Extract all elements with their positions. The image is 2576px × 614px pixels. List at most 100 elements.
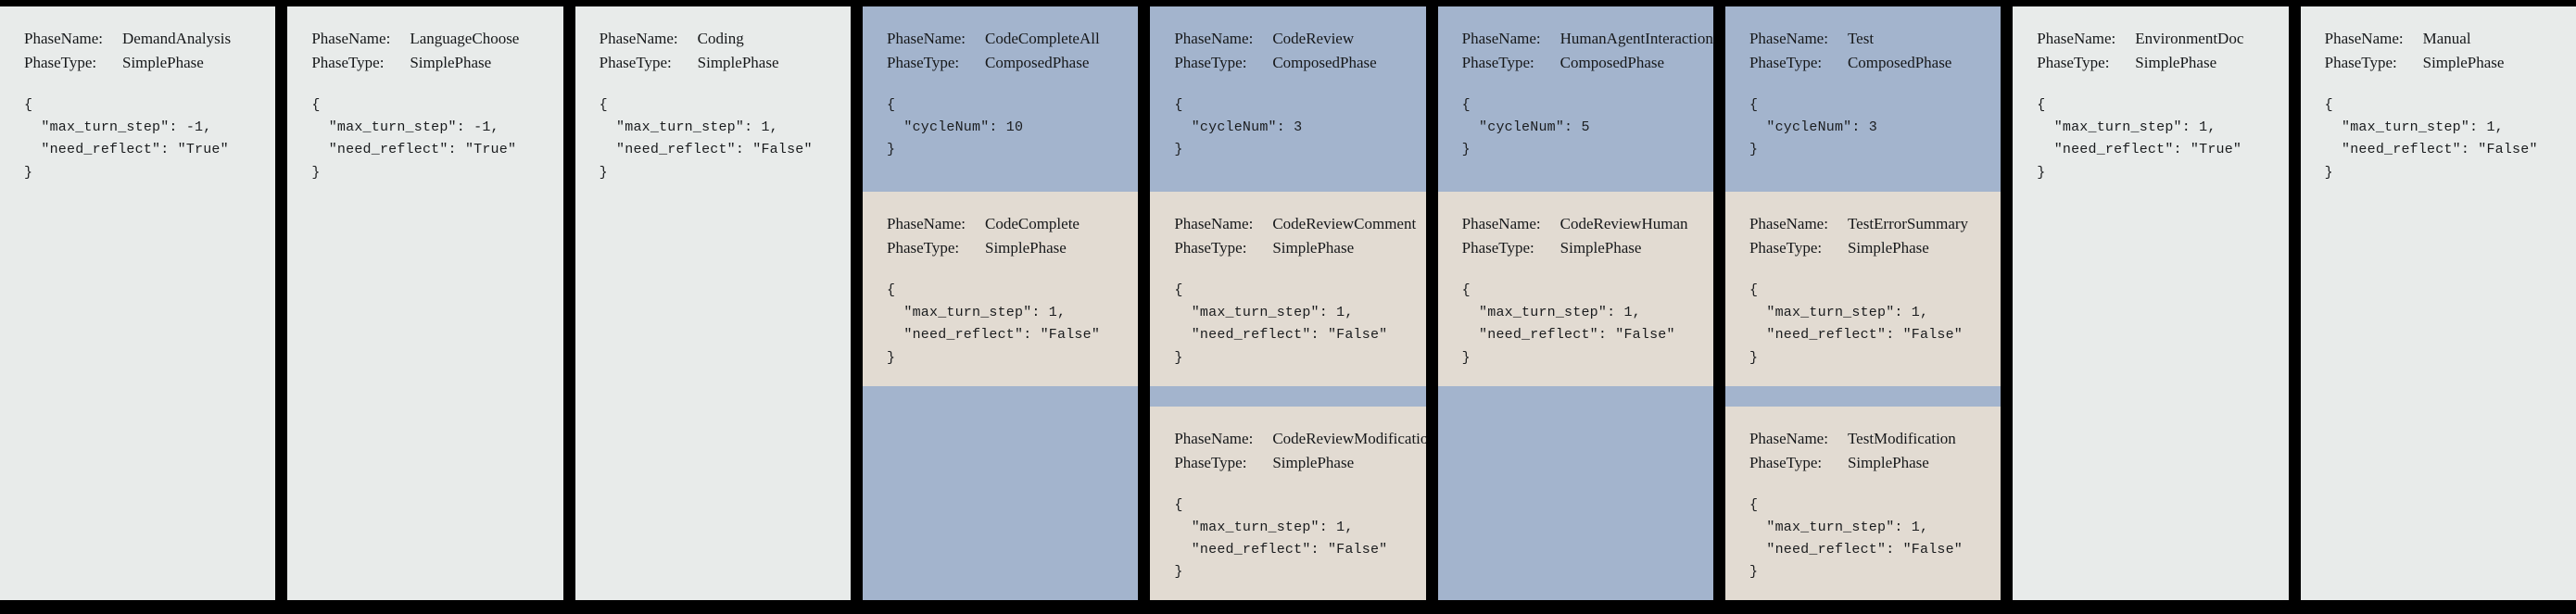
phase-type-value: ComposedPhase (1847, 54, 1952, 72)
config-line: } (1461, 349, 1471, 366)
phase-name-label: PhaseName: (1749, 30, 1828, 47)
phase-name-value: Manual (2422, 30, 2471, 47)
phase-type-label-row: PhaseType: SimplePhase (2037, 51, 2264, 75)
phase-type-value: SimplePhase (410, 54, 492, 72)
phase-name-label: PhaseName: (24, 30, 103, 47)
config-line: } (311, 164, 321, 181)
phase-name-label: PhaseName: (1749, 429, 1828, 447)
phase-type-value: SimplePhase (1559, 239, 1642, 257)
phase-name-label: PhaseName: (1174, 429, 1254, 447)
phase-type-label-row: PhaseType:ComposedPhase (1462, 51, 1689, 75)
config-line: "need_reflect": "True" (24, 142, 229, 158)
phase-name-label-row: PhaseName:HumanAgentInteraction (1462, 27, 1713, 51)
config-line: "need_reflect": "True" (2037, 142, 2242, 158)
phase-type-label: PhaseType: (1461, 54, 1534, 72)
phase-type-label-row: PhaseType: ComposedPhase (887, 51, 1114, 75)
phase-config-json: { "max_turn_step": 1, "need_reflect": "F… (1462, 280, 1689, 370)
phase-name-value: Test (1847, 30, 1875, 47)
config-line: "need_reflect": "True" (311, 142, 517, 158)
config-line: } (599, 164, 608, 181)
phase-name-value: DemandAnalysis (122, 30, 232, 47)
phase-name-label: PhaseName: (1174, 30, 1254, 47)
phase-type-value: SimplePhase (1272, 454, 1355, 472)
phase-type-value: ComposedPhase (984, 54, 1090, 72)
config-line: { (1174, 96, 1183, 113)
config-line: } (1749, 564, 1759, 581)
config-line: { (1461, 282, 1471, 298)
phase-type-value: SimplePhase (1847, 454, 1929, 472)
phase-name-label-row: PhaseName:TestModification (1749, 427, 1976, 451)
phase-type-label: PhaseType: (1174, 454, 1247, 472)
phase-type-value: SimplePhase (2135, 54, 2217, 72)
phase-name-label-row: PhaseName: Test (1749, 27, 1976, 51)
phase-name-value: EnvironmentDoc (2135, 30, 2244, 47)
phase-type-label-row: PhaseType: SimplePhase (1749, 451, 1976, 475)
config-line: } (1174, 564, 1183, 581)
phase-name-label-row: PhaseName: CodeReviewComment (1174, 212, 1416, 236)
phase-type-label-row: PhaseType:SimplePhase (600, 51, 827, 75)
phase-name-label-row: PhaseName:EnvironmentDoc (2037, 27, 2264, 51)
phase-name-label-row: PhaseName:CodeComplete (887, 212, 1114, 236)
phase-type-label-row: PhaseType:SimplePhase (1749, 236, 1976, 260)
config-line: } (1174, 349, 1183, 366)
phase-name-label: PhaseName: (1174, 215, 1254, 232)
phase-name-value: CodeReviewComment (1272, 215, 1417, 232)
config-line: "max_turn_step": -1, (311, 119, 499, 135)
phase-type-label: PhaseType: (886, 54, 960, 72)
config-line: } (2037, 164, 2046, 181)
phase-type-label: PhaseType: (2037, 54, 2110, 72)
phase-type-label: PhaseType: (1174, 54, 1247, 72)
config-line: "max_turn_step": 1, (2037, 119, 2216, 135)
config-line: { (311, 96, 321, 113)
composed-phase-divider (1150, 385, 1426, 407)
config-line: } (1749, 349, 1759, 366)
phase-config-json: { "max_turn_step": 1, "need_reflect": "F… (600, 94, 827, 184)
config-line: "max_turn_step": 1, (1174, 304, 1354, 320)
config-line: "need_reflect": "False" (1749, 542, 1964, 558)
phase-name-value: CodeReviewModification (1272, 429, 1426, 447)
config-line: "max_turn_step": 1, (1174, 519, 1354, 535)
phase-type-label: PhaseType: (1174, 239, 1247, 257)
phase-name-value: Coding (697, 30, 744, 47)
config-line: "max_turn_step": 1, (2324, 119, 2504, 135)
config-line: "cycleNum": 3 (1749, 119, 1877, 135)
config-line: { (1749, 282, 1759, 298)
phase-type-label: PhaseType: (1749, 54, 1823, 72)
phase-type-label: PhaseType: (1749, 454, 1823, 472)
phase-name-label-row: PhaseName:Coding (600, 27, 827, 51)
config-line: { (24, 96, 33, 113)
config-line: "max_turn_step": 1, (1461, 304, 1641, 320)
composed-phase-trailing-fill (1437, 385, 1713, 600)
phase-config-json: { "cycleNum": 3} (1749, 94, 1976, 162)
composed-phase-trailing-fill (862, 385, 1139, 600)
phase-type-label-row: PhaseType:SimplePhase (2325, 51, 2552, 75)
phase-name-label-row: PhaseName:CodeReview (1174, 27, 1401, 51)
phase-config-json: { "max_turn_step": 1, "need_reflect": "F… (1749, 495, 1976, 584)
phase-config-json: { "cycleNum": 10} (887, 94, 1114, 162)
